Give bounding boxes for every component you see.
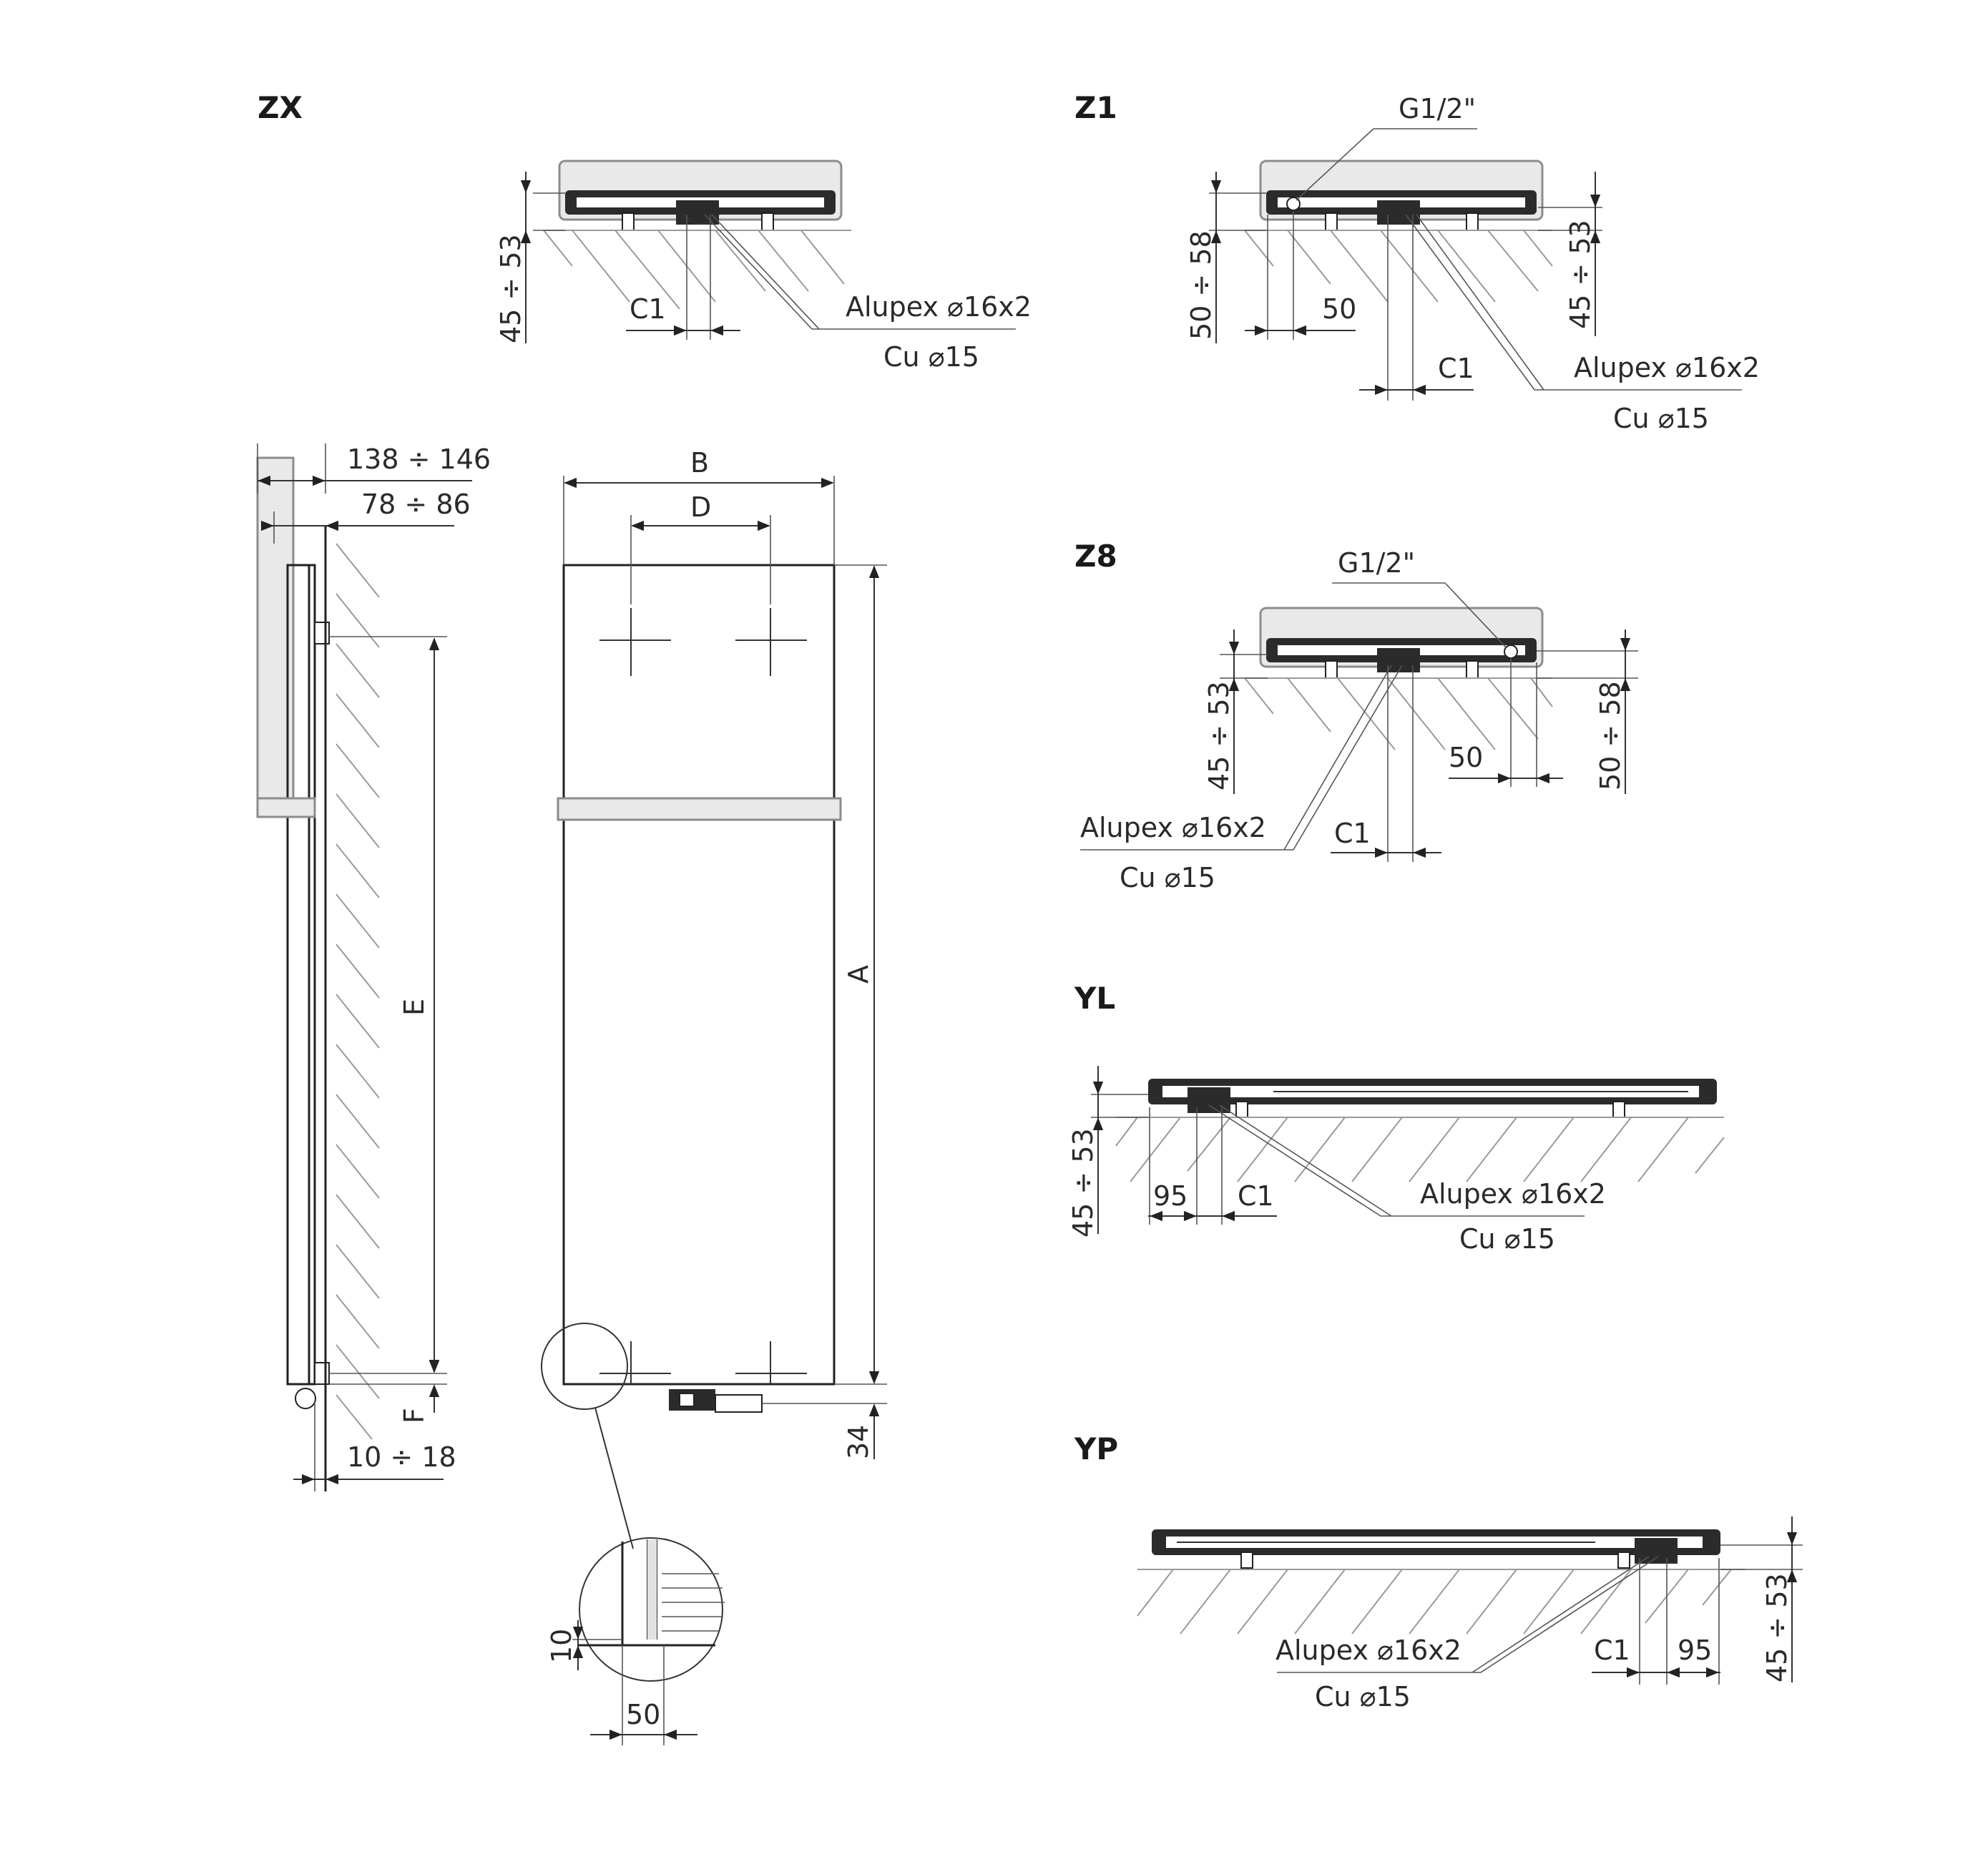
side-wall-gap: 10 ÷ 18: [347, 1441, 456, 1473]
detail-50-label: 50: [626, 1699, 660, 1730]
dimension-d: D: [690, 491, 711, 523]
zx-wall-hatch: [543, 230, 851, 310]
dimension-b: B: [690, 447, 709, 479]
radiator-side-view: 138 ÷ 146 78 ÷ 86 E F 10 ÷ 18: [256, 444, 491, 1491]
z8-cu-label: Cu ⌀15: [1120, 862, 1215, 893]
z8-g12-label: G1/2": [1338, 547, 1415, 579]
z1-depth-left: 50 ÷ 58: [1185, 230, 1217, 340]
z8-50-label: 50: [1449, 742, 1483, 773]
side-wall-hatch: [336, 543, 380, 1440]
detail-magnified: 10 50: [546, 1537, 725, 1745]
title-zx: ZX: [258, 90, 303, 125]
z8-alupex-label: Alupex ⌀16x2: [1080, 812, 1266, 843]
z8-depth-right: 50 ÷ 58: [1595, 681, 1626, 790]
z8-c1-label: C1: [1334, 818, 1371, 849]
z1-cu-label: Cu ⌀15: [1613, 403, 1709, 434]
yp-depth: 45 ÷ 53: [1761, 1573, 1793, 1682]
z1-c1-label: C1: [1438, 353, 1474, 384]
title-z8: Z8: [1074, 539, 1117, 574]
yp-top-view: 45 ÷ 53 C1 95 Alupex ⌀16x2 Cu ⌀15: [1137, 1516, 1803, 1712]
yl-cu-label: Cu ⌀15: [1459, 1223, 1555, 1255]
yp-95-label: 95: [1678, 1635, 1712, 1666]
yl-depth: 45 ÷ 53: [1067, 1128, 1099, 1238]
zx-depth-dimension: 45 ÷ 53: [495, 234, 527, 343]
side-depth-78: 78 ÷ 86: [361, 489, 471, 520]
yl-c1-label: C1: [1238, 1180, 1274, 1212]
zx-cu-label: Cu ⌀15: [883, 341, 979, 373]
yp-cu-label: Cu ⌀15: [1315, 1681, 1411, 1712]
title-z1: Z1: [1074, 90, 1117, 125]
bottom-offset-34: 34: [843, 1425, 874, 1459]
yp-alupex-label: Alupex ⌀16x2: [1275, 1635, 1461, 1666]
yl-top-view: 45 ÷ 53 95 C1 Alupex ⌀16x2 Cu ⌀15: [1067, 1066, 1725, 1255]
zx-alupex-label: Alupex ⌀16x2: [846, 291, 1032, 323]
z1-wall-hatch: [1244, 230, 1553, 303]
zx-top-view: 45 ÷ 53 C1 Alupex ⌀16x2 Cu ⌀15: [495, 160, 1032, 373]
z8-depth-left: 45 ÷ 53: [1203, 681, 1235, 790]
yp-wall-hatch: [1137, 1569, 1745, 1635]
z8-top-view: G1/2" 45 ÷ 53 50 ÷ 58 50 C1 Alupex ⌀16x2…: [1080, 547, 1638, 893]
title-yl: YL: [1074, 981, 1115, 1016]
title-yp: YP: [1074, 1431, 1118, 1466]
yl-alupex-label: Alupex ⌀16x2: [1420, 1178, 1606, 1210]
radiator-front-view: B D A 34: [541, 447, 887, 1549]
z1-g12-label: G1/2": [1399, 93, 1476, 124]
side-depth-138: 138 ÷ 146: [347, 444, 491, 475]
yp-c1-label: C1: [1594, 1635, 1630, 1666]
yl-95-label: 95: [1153, 1180, 1188, 1212]
dimension-e: E: [398, 999, 430, 1016]
detail-10-label: 10: [546, 1629, 577, 1663]
z1-top-view: G1/2" 50 ÷ 58 45 ÷ 53 50 C1 Alupex ⌀16x2…: [1185, 93, 1760, 434]
zx-c1-label: C1: [630, 293, 666, 325]
z1-alupex-label: Alupex ⌀16x2: [1574, 352, 1760, 383]
z1-50-label: 50: [1322, 293, 1356, 325]
dimension-f: F: [398, 1408, 430, 1423]
z1-depth-right: 45 ÷ 53: [1565, 220, 1596, 329]
dimension-a: A: [843, 965, 874, 984]
yl-wall-hatch: [1115, 1117, 1725, 1182]
z8-wall-hatch: [1244, 677, 1553, 750]
